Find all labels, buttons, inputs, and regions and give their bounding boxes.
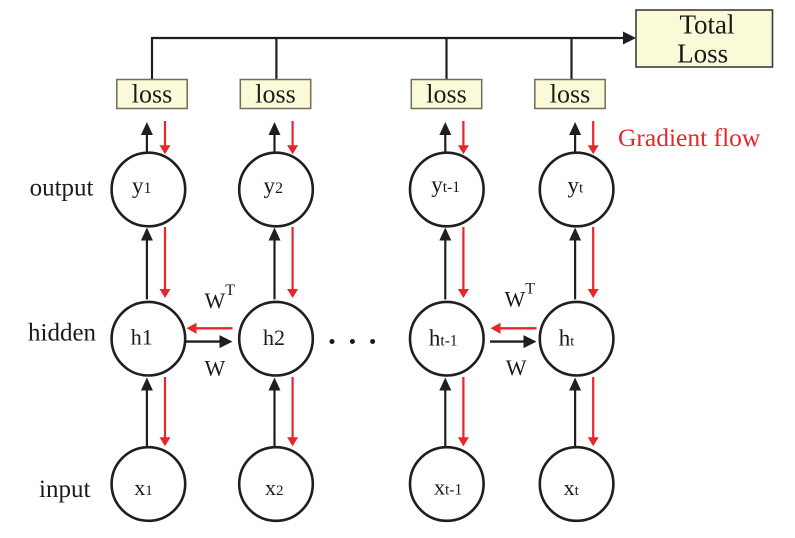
svg-text:input: input	[39, 476, 90, 503]
svg-text:Gradient flow: Gradient flow	[618, 123, 761, 152]
svg-text:loss: loss	[255, 80, 295, 109]
svg-text:y1: y1	[132, 173, 152, 198]
svg-text:Total: Total	[679, 10, 734, 40]
svg-text:W: W	[205, 356, 226, 381]
svg-text:loss: loss	[550, 80, 590, 109]
svg-text:y2: y2	[264, 173, 284, 198]
svg-text:hidden: hidden	[28, 320, 97, 347]
svg-text:output: output	[30, 175, 94, 202]
svg-text:Loss: Loss	[677, 39, 728, 69]
svg-text:h1: h1	[131, 325, 153, 350]
svg-text:loss: loss	[426, 80, 466, 109]
svg-text:W: W	[506, 355, 527, 380]
svg-text:WT: WT	[505, 281, 536, 312]
svg-text:loss: loss	[132, 80, 172, 109]
svg-text:h2: h2	[263, 325, 285, 350]
svg-text:WT: WT	[205, 282, 236, 313]
